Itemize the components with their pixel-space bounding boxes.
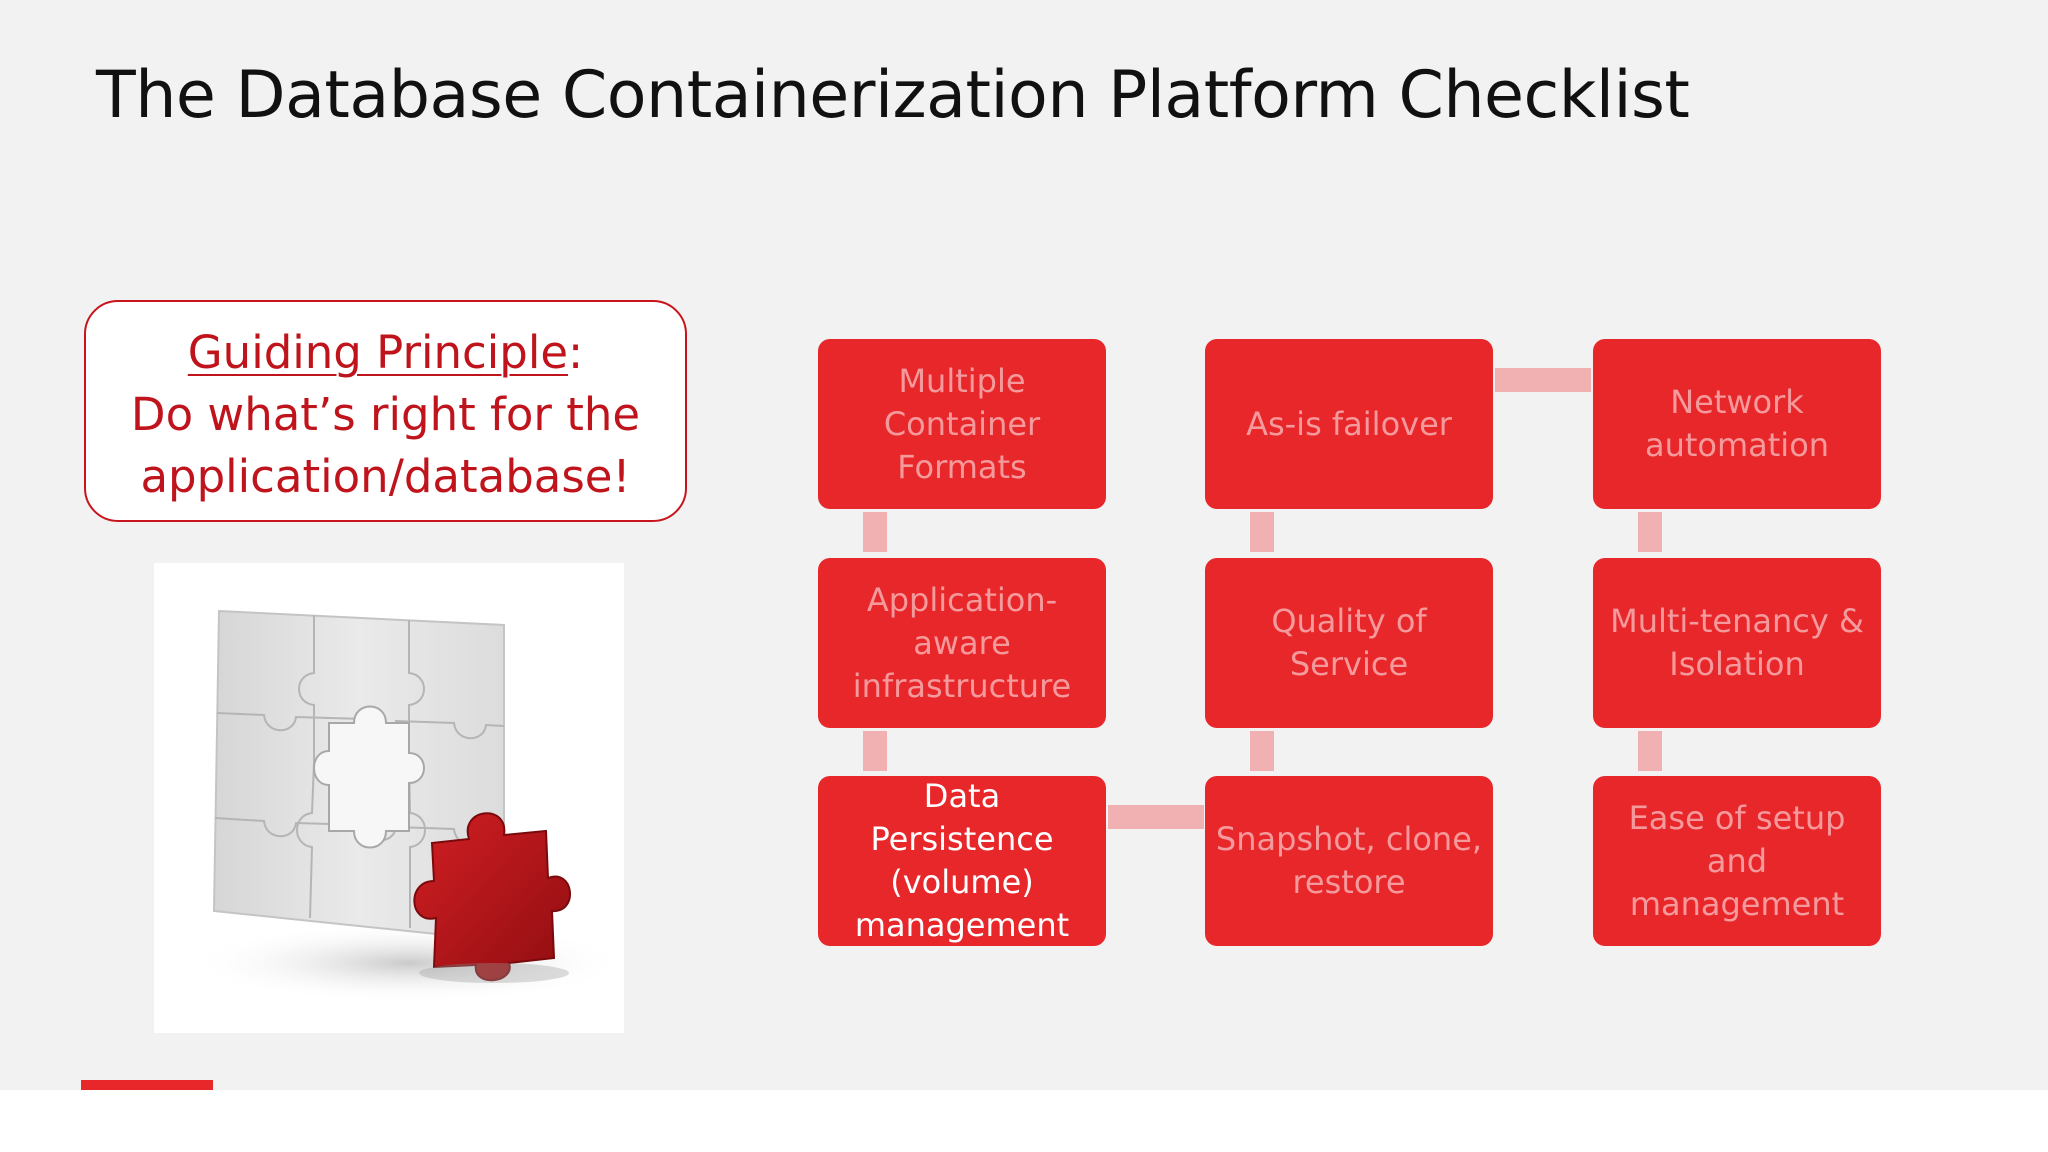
footer-accent-bar (81, 1080, 213, 1090)
checklist-item-multiple-container-formats: Multiple Container Formats (818, 339, 1106, 509)
checklist-item-multi-tenancy-isolation: Multi-tenancy & Isolation (1593, 558, 1881, 728)
connector-col1-top (863, 512, 887, 552)
checklist-item-network-automation: Network automation (1593, 339, 1881, 509)
checklist-item-label: As-is failover (1246, 404, 1452, 443)
checklist-item-as-is-failover: As-is failover (1205, 339, 1493, 509)
connector-col2-col3 (1495, 368, 1591, 392)
checklist-item-label: Multiple Container Formats (883, 361, 1041, 486)
checklist-item-label: Data Persistence (volume) management (854, 777, 1070, 944)
checklist-item-snapshot-clone-restore: Snapshot, clone, restore (1205, 776, 1493, 946)
connector-col1-col2 (1108, 805, 1204, 829)
checklist-item-label: Snapshot, clone, restore (1215, 820, 1483, 901)
connector-col1-bottom (863, 731, 887, 771)
connector-col3-bottom (1638, 731, 1662, 771)
connector-col3-top (1638, 512, 1662, 552)
connector-col2-bottom (1250, 731, 1274, 771)
checklist-item-data-persistence: Data Persistence (volume) management (818, 776, 1106, 946)
checklist-item-label: Multi-tenancy & Isolation (1610, 602, 1864, 683)
slide-title: The Database Containerization Platform C… (96, 58, 1690, 133)
slide: The Database Containerization Platform C… (0, 0, 2048, 1090)
checklist-item-label: Network automation (1644, 383, 1830, 464)
principle-colon: : (568, 326, 584, 379)
checklist-item-label: Application-aware infrastructure (852, 580, 1072, 705)
connector-col2-top (1250, 512, 1274, 552)
puzzle-image (154, 563, 624, 1033)
guiding-principle-box: Guiding Principle: Do what’s right for t… (84, 300, 687, 522)
principle-heading-line: Guiding Principle: (86, 322, 685, 384)
checklist-item-ease-of-setup: Ease of setup and management (1593, 776, 1881, 946)
principle-heading: Guiding Principle (187, 326, 569, 379)
checklist-item-label: Quality of Service (1271, 602, 1427, 683)
checklist-item-application-aware-infrastructure: Application-aware infrastructure (818, 558, 1106, 728)
principle-line-1: Do what’s right for the (130, 388, 641, 441)
principle-line-2: application/database! (140, 450, 631, 503)
checklist-item-label: Ease of setup and management (1628, 798, 1846, 923)
checklist-item-quality-of-service: Quality of Service (1205, 558, 1493, 728)
